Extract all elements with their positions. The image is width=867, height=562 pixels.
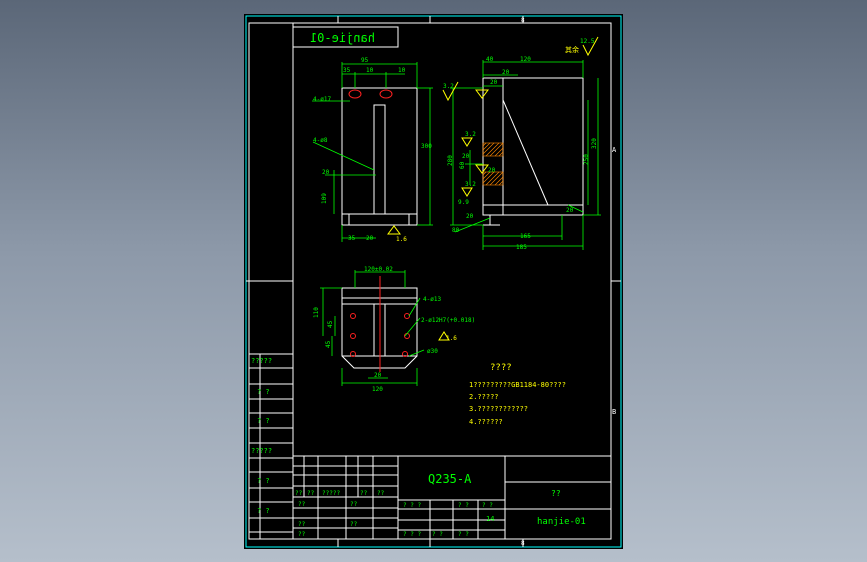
bottom-roughness-symbol bbox=[438, 331, 450, 341]
title-tag: hanjie-01 bbox=[310, 31, 375, 45]
tb-a-3: ????? bbox=[322, 490, 340, 497]
side-rough-32b: 3.2 bbox=[465, 131, 476, 138]
zone-ticks bbox=[246, 16, 621, 547]
tb-d-1: ? ? ? bbox=[403, 502, 421, 509]
bottom-dim-110: 110 bbox=[313, 307, 320, 318]
tb-c-2: ?? bbox=[350, 521, 358, 528]
side-dim-120: 120 bbox=[520, 56, 531, 63]
side-dim-99: 9.9 bbox=[458, 199, 469, 206]
front-datum-symbol bbox=[387, 225, 401, 235]
side-view-dimensions bbox=[450, 60, 601, 250]
side-label-6: ? ? bbox=[257, 507, 270, 515]
title-block-name: ?? bbox=[551, 489, 561, 498]
front-dim-10b: 10 bbox=[398, 67, 406, 74]
bottom-dim-120: 120 bbox=[372, 386, 383, 393]
front-dim-10a: 10 bbox=[366, 67, 374, 74]
front-view-dimensions bbox=[312, 62, 433, 242]
front-dim-bottom-35: 35 bbox=[348, 235, 356, 242]
title-block-drawing-no: hanjie-01 bbox=[537, 517, 586, 527]
bottom-datum: ø30 bbox=[427, 348, 438, 355]
bottom-dim-45a: 45 bbox=[327, 320, 334, 328]
bottom-dim-20: 20 bbox=[374, 372, 382, 379]
bottom-view-holes bbox=[350, 313, 410, 357]
side-dim-40: 40 bbox=[486, 56, 494, 63]
notes-item-2: 2.????? bbox=[469, 393, 499, 401]
side-view-section-hatch bbox=[482, 142, 504, 186]
side-label-column bbox=[249, 353, 293, 539]
side-dim-20a: 20 bbox=[502, 69, 510, 76]
notes-heading: ???? bbox=[490, 363, 512, 373]
zone-letter-right-lower: B bbox=[612, 408, 616, 416]
side-label-1: ????? bbox=[251, 357, 272, 365]
side-rough-32a: 3.2 bbox=[443, 83, 454, 90]
title-block bbox=[292, 455, 612, 540]
bottom-hole-label: 4-ø13 bbox=[423, 296, 441, 303]
tb-c-1: ?? bbox=[298, 521, 306, 528]
side-dim-80: 80 bbox=[452, 227, 460, 234]
tb-d-2: ? ? bbox=[458, 502, 469, 509]
side-dim-165: 165 bbox=[520, 233, 531, 240]
side-dim-20b: 20 bbox=[490, 79, 498, 86]
tb-a-1: ?? bbox=[295, 490, 303, 497]
bottom-dim-45b: 45 bbox=[325, 340, 332, 348]
tb-b-2: ?? bbox=[350, 501, 358, 508]
zone-letter-top: 8 bbox=[521, 17, 525, 24]
front-dim-95: 95 bbox=[361, 57, 369, 64]
side-label-3: ? ? bbox=[257, 417, 270, 425]
tb-e-3: ? ? bbox=[458, 531, 469, 538]
tb-e-1: ? ? ? bbox=[403, 531, 421, 538]
notes-item-3: 3.???????????? bbox=[469, 405, 528, 413]
front-dim-300: 300 bbox=[421, 143, 432, 150]
side-dim-280: 280 bbox=[447, 155, 454, 166]
side-dim-60: 60 bbox=[459, 161, 466, 169]
bottom-rough: 1.6 bbox=[446, 335, 457, 342]
zone-letter-bottom: 8 bbox=[521, 540, 525, 547]
title-block-scale: 14 bbox=[486, 515, 494, 523]
notes-item-4: 4.?????? bbox=[469, 418, 503, 426]
side-dim-20e: 20 bbox=[466, 213, 474, 220]
side-label-5: ? ? bbox=[257, 477, 270, 485]
side-label-4: ????? bbox=[251, 447, 272, 455]
title-block-material: Q235-A bbox=[428, 472, 472, 486]
binding-margin bbox=[249, 23, 294, 539]
side-rough-32c: 3.2 bbox=[465, 181, 476, 188]
front-dim-bottom-20: 20 bbox=[366, 235, 374, 242]
front-dim-35: 35 bbox=[343, 67, 351, 74]
tb-b-1: ?? bbox=[298, 501, 306, 508]
side-dim-185: 185 bbox=[516, 244, 527, 251]
tb-e-2: ? ? bbox=[432, 531, 443, 538]
roughness-mark: 12.5 bbox=[580, 38, 595, 45]
zone-letter-right-upper: A bbox=[612, 146, 617, 154]
front-dim-20: 20 bbox=[322, 169, 330, 176]
front-view-holes bbox=[348, 89, 393, 99]
bottom-pin-label: 2-ø12H7(+0.018) bbox=[421, 317, 475, 324]
roughness-symbol bbox=[582, 36, 599, 57]
side-dim-320: 320 bbox=[591, 138, 598, 149]
tb-a-4: ?? bbox=[360, 490, 368, 497]
sheet-background bbox=[244, 14, 623, 549]
side-dim-20f: 20 bbox=[566, 207, 574, 214]
side-dim-250: 250 bbox=[583, 154, 590, 165]
tb-a-5: ?? bbox=[377, 490, 385, 497]
side-label-2: ? ? bbox=[257, 388, 270, 396]
notes-item-1: 1?????????GB1184-80???? bbox=[469, 381, 566, 389]
bottom-dim-top: 120±0.02 bbox=[364, 266, 393, 273]
front-dim-109: 109 bbox=[321, 193, 328, 204]
tb-c-3: ?? bbox=[298, 531, 306, 538]
front-hole-label-mid: 4-ø8 bbox=[313, 137, 328, 144]
title-tag-box bbox=[292, 26, 399, 48]
roughness-label: 其余 bbox=[565, 45, 579, 54]
tb-a-2: ?? bbox=[307, 490, 315, 497]
front-hole-label-top: 4-ø17 bbox=[313, 96, 331, 103]
side-dim-20d: 20 bbox=[488, 167, 496, 174]
front-datum: 1.6 bbox=[396, 236, 407, 243]
side-roughness-symbols bbox=[442, 81, 489, 197]
bottom-view-dimensions bbox=[320, 270, 425, 386]
front-view bbox=[341, 87, 418, 226]
side-dim-20c: 20 bbox=[462, 153, 470, 160]
tb-d-3: ? ? bbox=[482, 502, 493, 509]
